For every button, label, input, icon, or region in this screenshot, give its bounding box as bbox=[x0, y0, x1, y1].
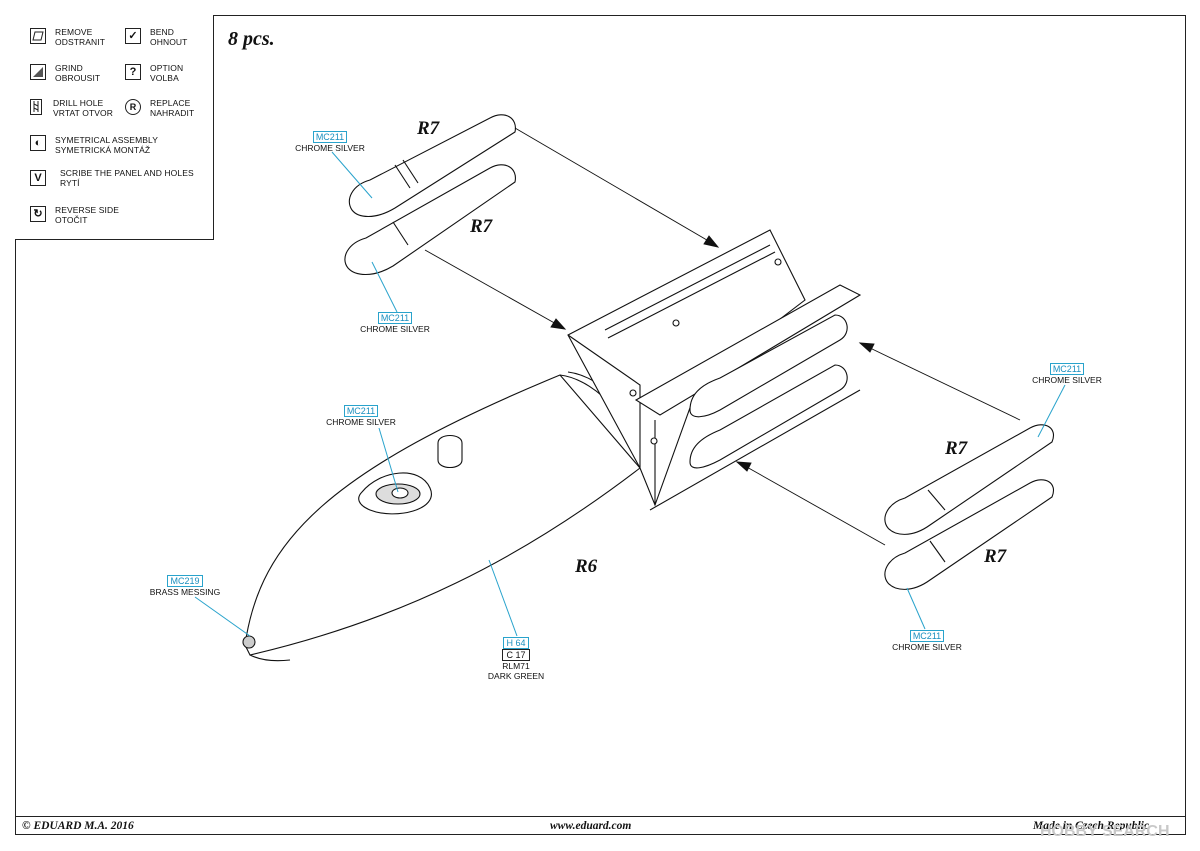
footer-divider bbox=[15, 816, 1186, 817]
reverse-side-icon: ↻ bbox=[30, 206, 46, 222]
footer-made-in: Made in Czech Republic bbox=[1033, 820, 1149, 832]
r7-rocket-2 bbox=[344, 164, 516, 276]
part-label-r7: R7 bbox=[417, 118, 440, 139]
r7-rocket-4 bbox=[884, 479, 1054, 590]
sheet-frame bbox=[15, 15, 1186, 835]
part-label-r6: R6 bbox=[575, 556, 598, 577]
grind-icon bbox=[30, 64, 46, 80]
symmetrical-assembly-icon: ◐ bbox=[30, 135, 46, 151]
footer-copyright: © EDUARD M.A. 2016 bbox=[22, 820, 134, 832]
replace-icon: R bbox=[125, 99, 141, 115]
part-label-r7: R7 bbox=[945, 438, 968, 459]
r7-rocket-1 bbox=[348, 114, 516, 218]
bend-icon: ✓ bbox=[125, 28, 141, 44]
lug bbox=[437, 434, 463, 469]
option-icon: ? bbox=[125, 64, 141, 80]
r6-body bbox=[244, 374, 641, 656]
part-label-r7: R7 bbox=[984, 546, 1007, 567]
drill-hole-icon bbox=[30, 99, 42, 115]
quantity-title: 8 pcs. bbox=[228, 28, 275, 50]
part-label-r7: R7 bbox=[470, 216, 493, 237]
remove-icon bbox=[30, 28, 46, 44]
nose-tip bbox=[242, 635, 256, 649]
watermark: HOBBY SEARCH bbox=[1040, 823, 1170, 840]
r7-rocket-3 bbox=[884, 424, 1054, 535]
footer-website[interactable]: www.eduard.com bbox=[550, 820, 632, 832]
scribe-icon: V bbox=[30, 170, 46, 186]
